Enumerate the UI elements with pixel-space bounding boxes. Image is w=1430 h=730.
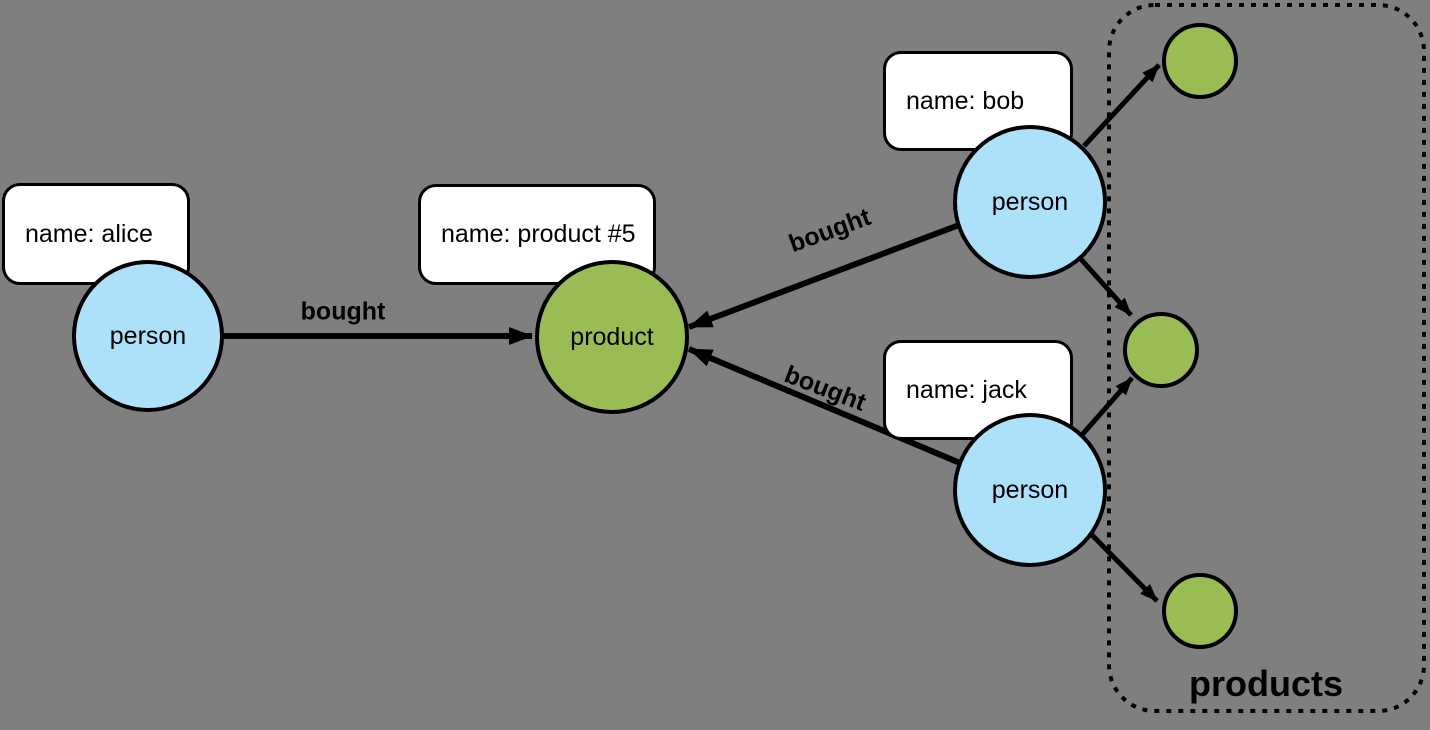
node-bob-person: person (953, 125, 1107, 279)
edge-bob-product-middle (1077, 255, 1133, 317)
edge-bob-product-top (1082, 63, 1161, 148)
edge-jack-product-bottom (1088, 531, 1159, 603)
node-product-bottom (1162, 573, 1238, 649)
node-alice-person: person (72, 260, 224, 412)
node-label-product5: product (570, 322, 654, 351)
edge-jack-bought-product5 (687, 346, 962, 466)
node-label-bob: person (991, 187, 1069, 216)
node-label-alice: person (109, 321, 187, 350)
property-box-bob: name: bob (883, 51, 1073, 151)
node-product5: product (535, 260, 689, 414)
property-text-alice: name: alice (25, 219, 153, 248)
property-text-jack: name: jack (906, 375, 1027, 404)
edge-bob-bought-product5 (687, 222, 961, 330)
edge-label-bought-alice: bought (300, 297, 386, 326)
property-box-alice: name: alice (2, 183, 190, 285)
node-product-middle (1123, 312, 1199, 388)
property-text-bob: name: bob (906, 86, 1025, 115)
products-group-border (1107, 3, 1426, 713)
edge-jack-product-middle (1079, 376, 1134, 438)
products-group-caption: products (1188, 663, 1344, 704)
property-text-product5: name: product #5 (441, 220, 636, 248)
node-jack-person: person (953, 413, 1107, 567)
node-product-top (1162, 23, 1238, 99)
node-label-jack: person (991, 475, 1069, 504)
